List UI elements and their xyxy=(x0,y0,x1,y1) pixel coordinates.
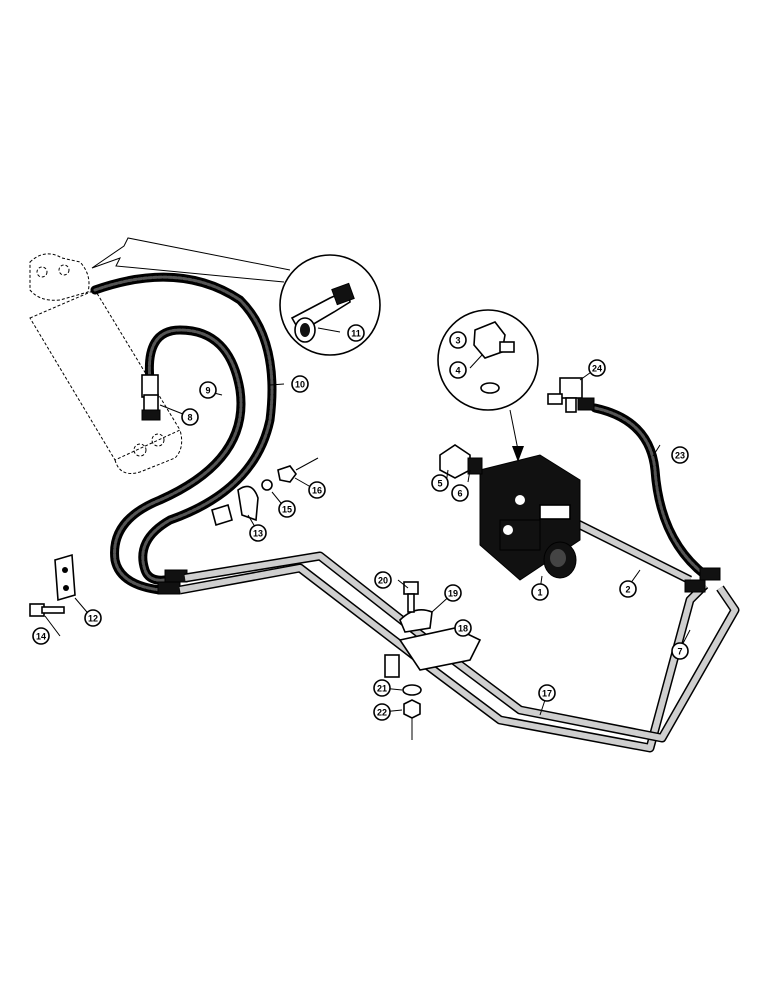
callout-number: 13 xyxy=(253,529,263,539)
callout-12: 12 xyxy=(84,609,102,627)
control-valve xyxy=(479,454,581,581)
callout-number: 20 xyxy=(378,576,388,586)
callout-circle xyxy=(531,583,549,601)
hydraulic-cylinder xyxy=(29,253,183,474)
callout-18: 18 xyxy=(454,619,472,637)
callout-circle xyxy=(84,609,102,627)
callout-number: 8 xyxy=(187,413,192,423)
callout-10: 10 xyxy=(291,375,309,393)
callout-17: 17 xyxy=(538,684,556,702)
callout-circle xyxy=(671,642,689,660)
callout-number: 21 xyxy=(377,684,387,694)
callout-number: 10 xyxy=(295,380,305,390)
callout-7: 7 xyxy=(671,642,689,660)
callout-8: 8 xyxy=(181,408,199,426)
callout-number: 9 xyxy=(205,386,210,396)
tube-17 xyxy=(179,563,709,753)
callout-3: 3 xyxy=(449,331,467,349)
nut-22 xyxy=(403,699,421,740)
callout-number: 19 xyxy=(448,589,458,599)
hose-10 xyxy=(90,272,277,585)
callout-23: 23 xyxy=(671,446,689,464)
tube-7 xyxy=(184,551,740,743)
callout-number: 11 xyxy=(351,329,361,339)
callout-4: 4 xyxy=(449,361,467,379)
callout-number: 15 xyxy=(282,505,292,515)
callout-number: 3 xyxy=(455,336,460,346)
clamp-13 xyxy=(211,485,259,527)
callout-circle xyxy=(373,679,391,697)
washer-15 xyxy=(261,479,273,491)
fitting-6 xyxy=(467,457,483,475)
callout-6: 6 xyxy=(451,484,469,502)
callout-circle xyxy=(347,324,365,342)
callout-number: 6 xyxy=(457,489,462,499)
callout-circle xyxy=(449,361,467,379)
clamp-19 xyxy=(399,609,433,633)
callout-circle xyxy=(374,571,392,589)
callout-1: 1 xyxy=(531,583,549,601)
callout-number: 4 xyxy=(455,366,460,376)
callout-21: 21 xyxy=(373,679,391,697)
callout-number: 23 xyxy=(675,451,685,461)
callout-5: 5 xyxy=(431,474,449,492)
callout-number: 2 xyxy=(625,585,630,595)
washer-21 xyxy=(402,684,422,696)
callout-number: 22 xyxy=(377,708,387,718)
callout-circle xyxy=(199,381,217,399)
callout-circle xyxy=(278,500,296,518)
bracket-12 xyxy=(54,553,76,602)
callout-number: 16 xyxy=(312,486,322,496)
callout-15: 15 xyxy=(278,500,296,518)
callout-2: 2 xyxy=(619,580,637,598)
callout-circle xyxy=(373,703,391,721)
fitting-5 xyxy=(439,444,471,479)
callout-13: 13 xyxy=(249,524,267,542)
bracket-18 xyxy=(384,627,482,678)
callout-24: 24 xyxy=(588,359,606,377)
hose-9 xyxy=(110,325,246,595)
callout-number: 17 xyxy=(542,689,552,699)
callout-number: 1 xyxy=(537,588,542,598)
callout-number: 24 xyxy=(592,364,602,374)
callout-19: 19 xyxy=(444,584,462,602)
nut-16 xyxy=(277,457,319,483)
hose-end-fittings xyxy=(157,569,188,595)
elbow-fitting-8 xyxy=(141,374,161,421)
bolt-20 xyxy=(403,581,419,613)
callout-circle xyxy=(451,484,469,502)
fitting-detail-inset xyxy=(279,254,381,356)
pointer-arrow xyxy=(91,237,291,283)
callout-22: 22 xyxy=(373,703,391,721)
callout-circle xyxy=(181,408,199,426)
callout-number: 14 xyxy=(36,632,46,642)
callout-circle xyxy=(308,481,326,499)
callout-16: 16 xyxy=(308,481,326,499)
callout-circle xyxy=(32,627,50,645)
callout-20: 20 xyxy=(374,571,392,589)
hose-23 xyxy=(590,403,721,593)
callout-circle xyxy=(588,359,606,377)
callout-circle xyxy=(249,524,267,542)
callout-14: 14 xyxy=(32,627,50,645)
callout-circle xyxy=(449,331,467,349)
callout-circle xyxy=(444,584,462,602)
callout-number: 5 xyxy=(437,479,442,489)
callout-9: 9 xyxy=(199,381,217,399)
callout-number: 7 xyxy=(677,647,682,657)
callout-circle xyxy=(454,619,472,637)
callout-11: 11 xyxy=(347,324,365,342)
callout-circle xyxy=(291,375,309,393)
tee-fitting-24 xyxy=(547,377,595,413)
callout-circle xyxy=(619,580,637,598)
callout-circle xyxy=(431,474,449,492)
callout-number: 18 xyxy=(458,624,468,634)
bolt-14 xyxy=(29,603,65,617)
callout-number: 12 xyxy=(88,614,98,624)
callout-circle xyxy=(538,684,556,702)
callout-circle xyxy=(671,446,689,464)
